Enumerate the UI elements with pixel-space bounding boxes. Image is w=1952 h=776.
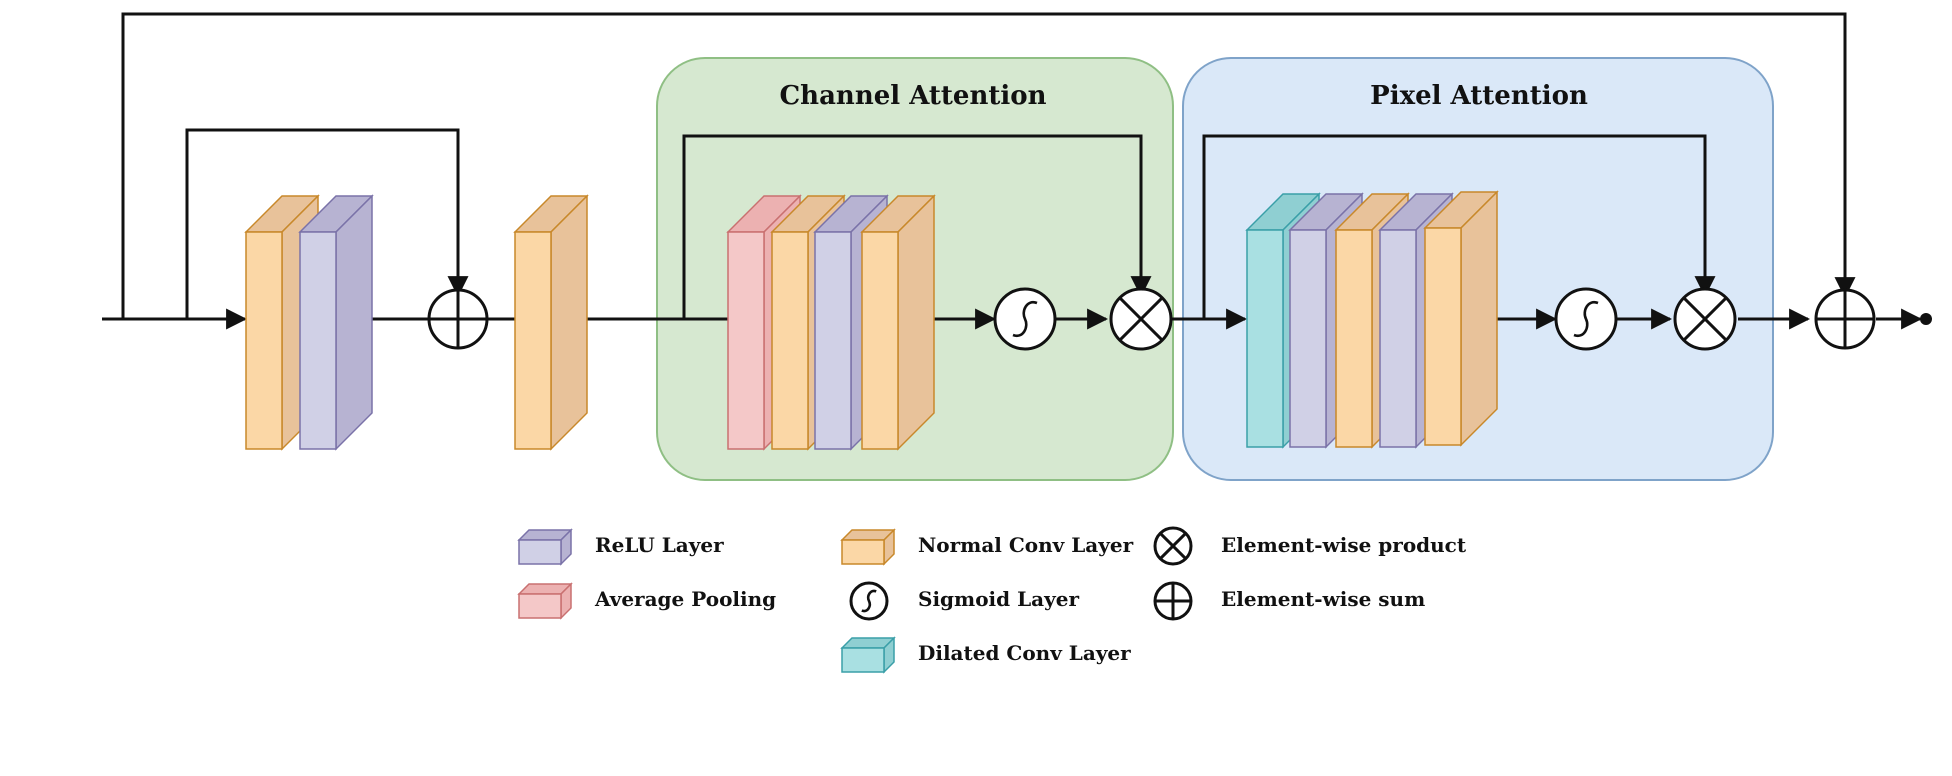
legend-relu-label: ReLU Layer xyxy=(595,533,724,557)
sum-1-icon xyxy=(427,288,489,350)
layer-blocks xyxy=(244,190,1499,451)
legend-product-label: Element-wise product xyxy=(1221,533,1467,557)
legend-sum-icon xyxy=(1153,581,1193,621)
legend-avg-pool-label: Average Pooling xyxy=(594,587,776,611)
legend-relu-swatch xyxy=(517,528,573,566)
connections xyxy=(102,12,1932,330)
legend-product-icon xyxy=(1153,526,1193,566)
pa-conv-2-layer xyxy=(1423,190,1499,447)
legend-sigmoid-icon xyxy=(849,581,889,621)
legend-sigmoid-label: Sigmoid Layer xyxy=(918,587,1079,611)
pa-sigmoid-icon xyxy=(1554,287,1618,351)
conv-2-layer xyxy=(513,194,589,451)
pa-skip-connection xyxy=(1202,134,1716,319)
global-skip-connection xyxy=(121,12,1856,319)
pixel-attention-title: Pixel Attention xyxy=(1370,81,1588,111)
ca-sigmoid-icon xyxy=(993,287,1057,351)
legend-conv-swatch xyxy=(840,528,896,566)
relu-1-layer xyxy=(298,194,374,451)
legend-conv-layer xyxy=(840,528,896,566)
legend: ReLU Layer Average Pooling Normal Conv L… xyxy=(517,526,1467,674)
output-dot xyxy=(1920,313,1932,325)
legend-sigmoid-icon xyxy=(849,581,889,621)
ca-conv-2-layer xyxy=(860,194,936,451)
residual-skip-connection xyxy=(185,128,469,319)
legend-conv-label: Normal Conv Layer xyxy=(918,533,1134,557)
sum-final-icon xyxy=(1814,288,1876,350)
legend-sum-icon xyxy=(1153,581,1193,621)
legend-dilated-swatch xyxy=(840,636,896,674)
legend-relu-layer xyxy=(517,528,573,566)
legend-avg_pool-layer xyxy=(517,582,573,620)
ca-skip-connection xyxy=(682,134,1152,319)
legend-dilated-label: Dilated Conv Layer xyxy=(918,641,1131,665)
pa-product-icon xyxy=(1673,287,1737,351)
legend-sum-label: Element-wise sum xyxy=(1221,587,1425,611)
channel-attention-title: Channel Attention xyxy=(779,81,1046,111)
legend-product-icon xyxy=(1153,526,1193,566)
legend-avg-pool-swatch xyxy=(517,582,573,620)
operator-nodes xyxy=(427,287,1876,351)
ca-product-icon xyxy=(1109,287,1173,351)
legend-dilated-layer xyxy=(840,636,896,674)
